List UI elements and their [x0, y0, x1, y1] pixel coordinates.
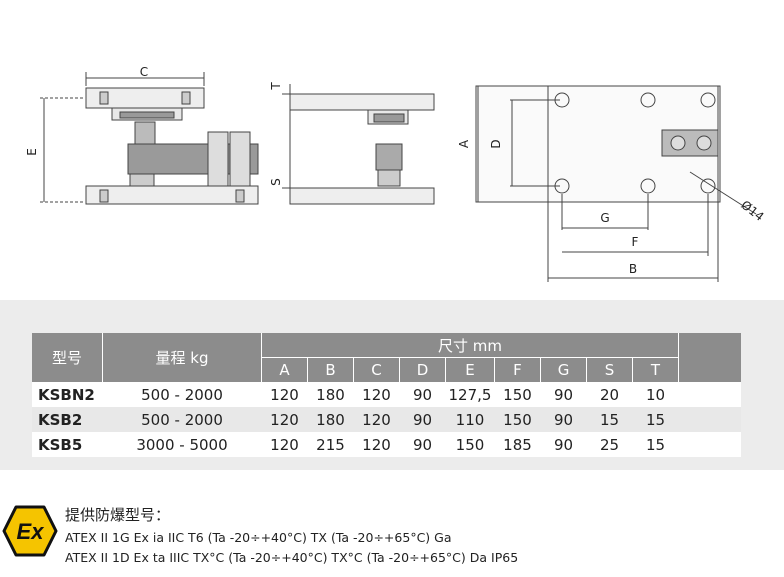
ex-line-2: ATEX II 1D Ex ta IIIC TX°C (Ta -20÷+40°C…: [65, 550, 519, 565]
row-capacity: 500 - 2000: [141, 385, 223, 404]
row-dim-c: 120: [362, 385, 391, 404]
dim-header-g: G: [540, 357, 587, 382]
row-dim-g: 90: [553, 435, 574, 454]
dim-label-g: G: [600, 211, 609, 225]
row-dim-d: 90: [412, 385, 433, 404]
technical-drawing: C E T S A D G F B Ø14: [25, 65, 767, 282]
dim-label-t: T: [269, 82, 283, 91]
col-header-model: 型号: [32, 333, 103, 382]
row-model: KSB5: [38, 435, 83, 454]
table-row: KSBN2 500 - 2000 120 180 120 90 127,5 15…: [32, 382, 741, 407]
dim-label-e: E: [25, 148, 39, 156]
row-dim-e: 150: [455, 435, 485, 454]
row-dim-f: 150: [503, 385, 532, 404]
row-model: KSBN2: [38, 385, 95, 404]
row-dim-t: 15: [645, 410, 666, 429]
row-dim-g: 90: [553, 410, 574, 429]
row-dim-t: 10: [645, 385, 666, 404]
row-blank: [679, 382, 742, 407]
row-dim-d: 90: [412, 435, 433, 454]
dim-label-f: F: [632, 235, 639, 249]
dim-label-b: B: [629, 262, 637, 276]
col-header-blank: [678, 333, 741, 382]
row-dim-s: 25: [599, 435, 620, 454]
row-dim-e: 110: [455, 410, 485, 429]
top-view: [475, 85, 757, 282]
row-dim-f: 150: [503, 410, 532, 429]
row-blank: [679, 432, 742, 457]
row-dim-s: 15: [599, 410, 620, 429]
table-row: KSB2 500 - 2000 120 180 120 90 110 150 9…: [32, 407, 741, 432]
row-dim-a: 120: [270, 385, 299, 404]
dim-header-e: E: [445, 357, 495, 382]
row-capacity: 3000 - 5000: [136, 435, 228, 454]
row-dim-a: 120: [270, 410, 299, 429]
row-dim-c: 120: [362, 435, 391, 454]
dim-header-a: A: [261, 357, 308, 382]
row-dim-b: 180: [316, 410, 345, 429]
ex-line-1: ATEX II 1G Ex ia IIC T6 (Ta -20÷+40°C) T…: [65, 530, 452, 545]
spec-table: 型号 量程 kg 尺寸 mm A B C D E F G S T KSBN2 5…: [32, 333, 741, 457]
dim-header-c: C: [353, 357, 400, 382]
dim-header-d: D: [399, 357, 446, 382]
ex-title: 提供防爆型号：: [65, 506, 171, 524]
dim-label-c: C: [140, 65, 148, 79]
row-model: KSB2: [38, 410, 83, 429]
dim-header-b: B: [307, 357, 354, 382]
col-header-dims: 尺寸 mm: [261, 333, 679, 358]
dim-label-a: A: [457, 139, 471, 148]
row-dim-t: 15: [645, 435, 666, 454]
row-dim-b: 180: [316, 385, 345, 404]
row-dim-f: 185: [503, 435, 532, 454]
dim-label-s: S: [269, 178, 283, 186]
dim-header-t: T: [632, 357, 679, 382]
row-blank: [679, 407, 742, 432]
table-row: KSB5 3000 - 5000 120 215 120 90 150 185 …: [32, 432, 741, 457]
atex-ex-logo-icon: Ex: [2, 505, 58, 557]
dim-header-s: S: [586, 357, 633, 382]
dim-header-f: F: [494, 357, 541, 382]
row-dim-e: 127,5: [448, 385, 492, 404]
row-dim-g: 90: [553, 385, 574, 404]
row-capacity: 500 - 2000: [141, 410, 223, 429]
dim-label-hole: Ø14: [738, 198, 766, 224]
row-dim-b: 215: [316, 435, 345, 454]
side-view: [282, 84, 435, 205]
ex-logo-text: Ex: [17, 519, 45, 544]
row-dim-a: 120: [270, 435, 299, 454]
row-dim-d: 90: [412, 410, 433, 429]
row-dim-s: 20: [599, 385, 620, 404]
dim-label-d: D: [489, 139, 503, 148]
table-background: [0, 300, 784, 470]
row-dim-c: 120: [362, 410, 391, 429]
col-header-capacity: 量程 kg: [102, 333, 262, 382]
front-view: [40, 72, 259, 205]
